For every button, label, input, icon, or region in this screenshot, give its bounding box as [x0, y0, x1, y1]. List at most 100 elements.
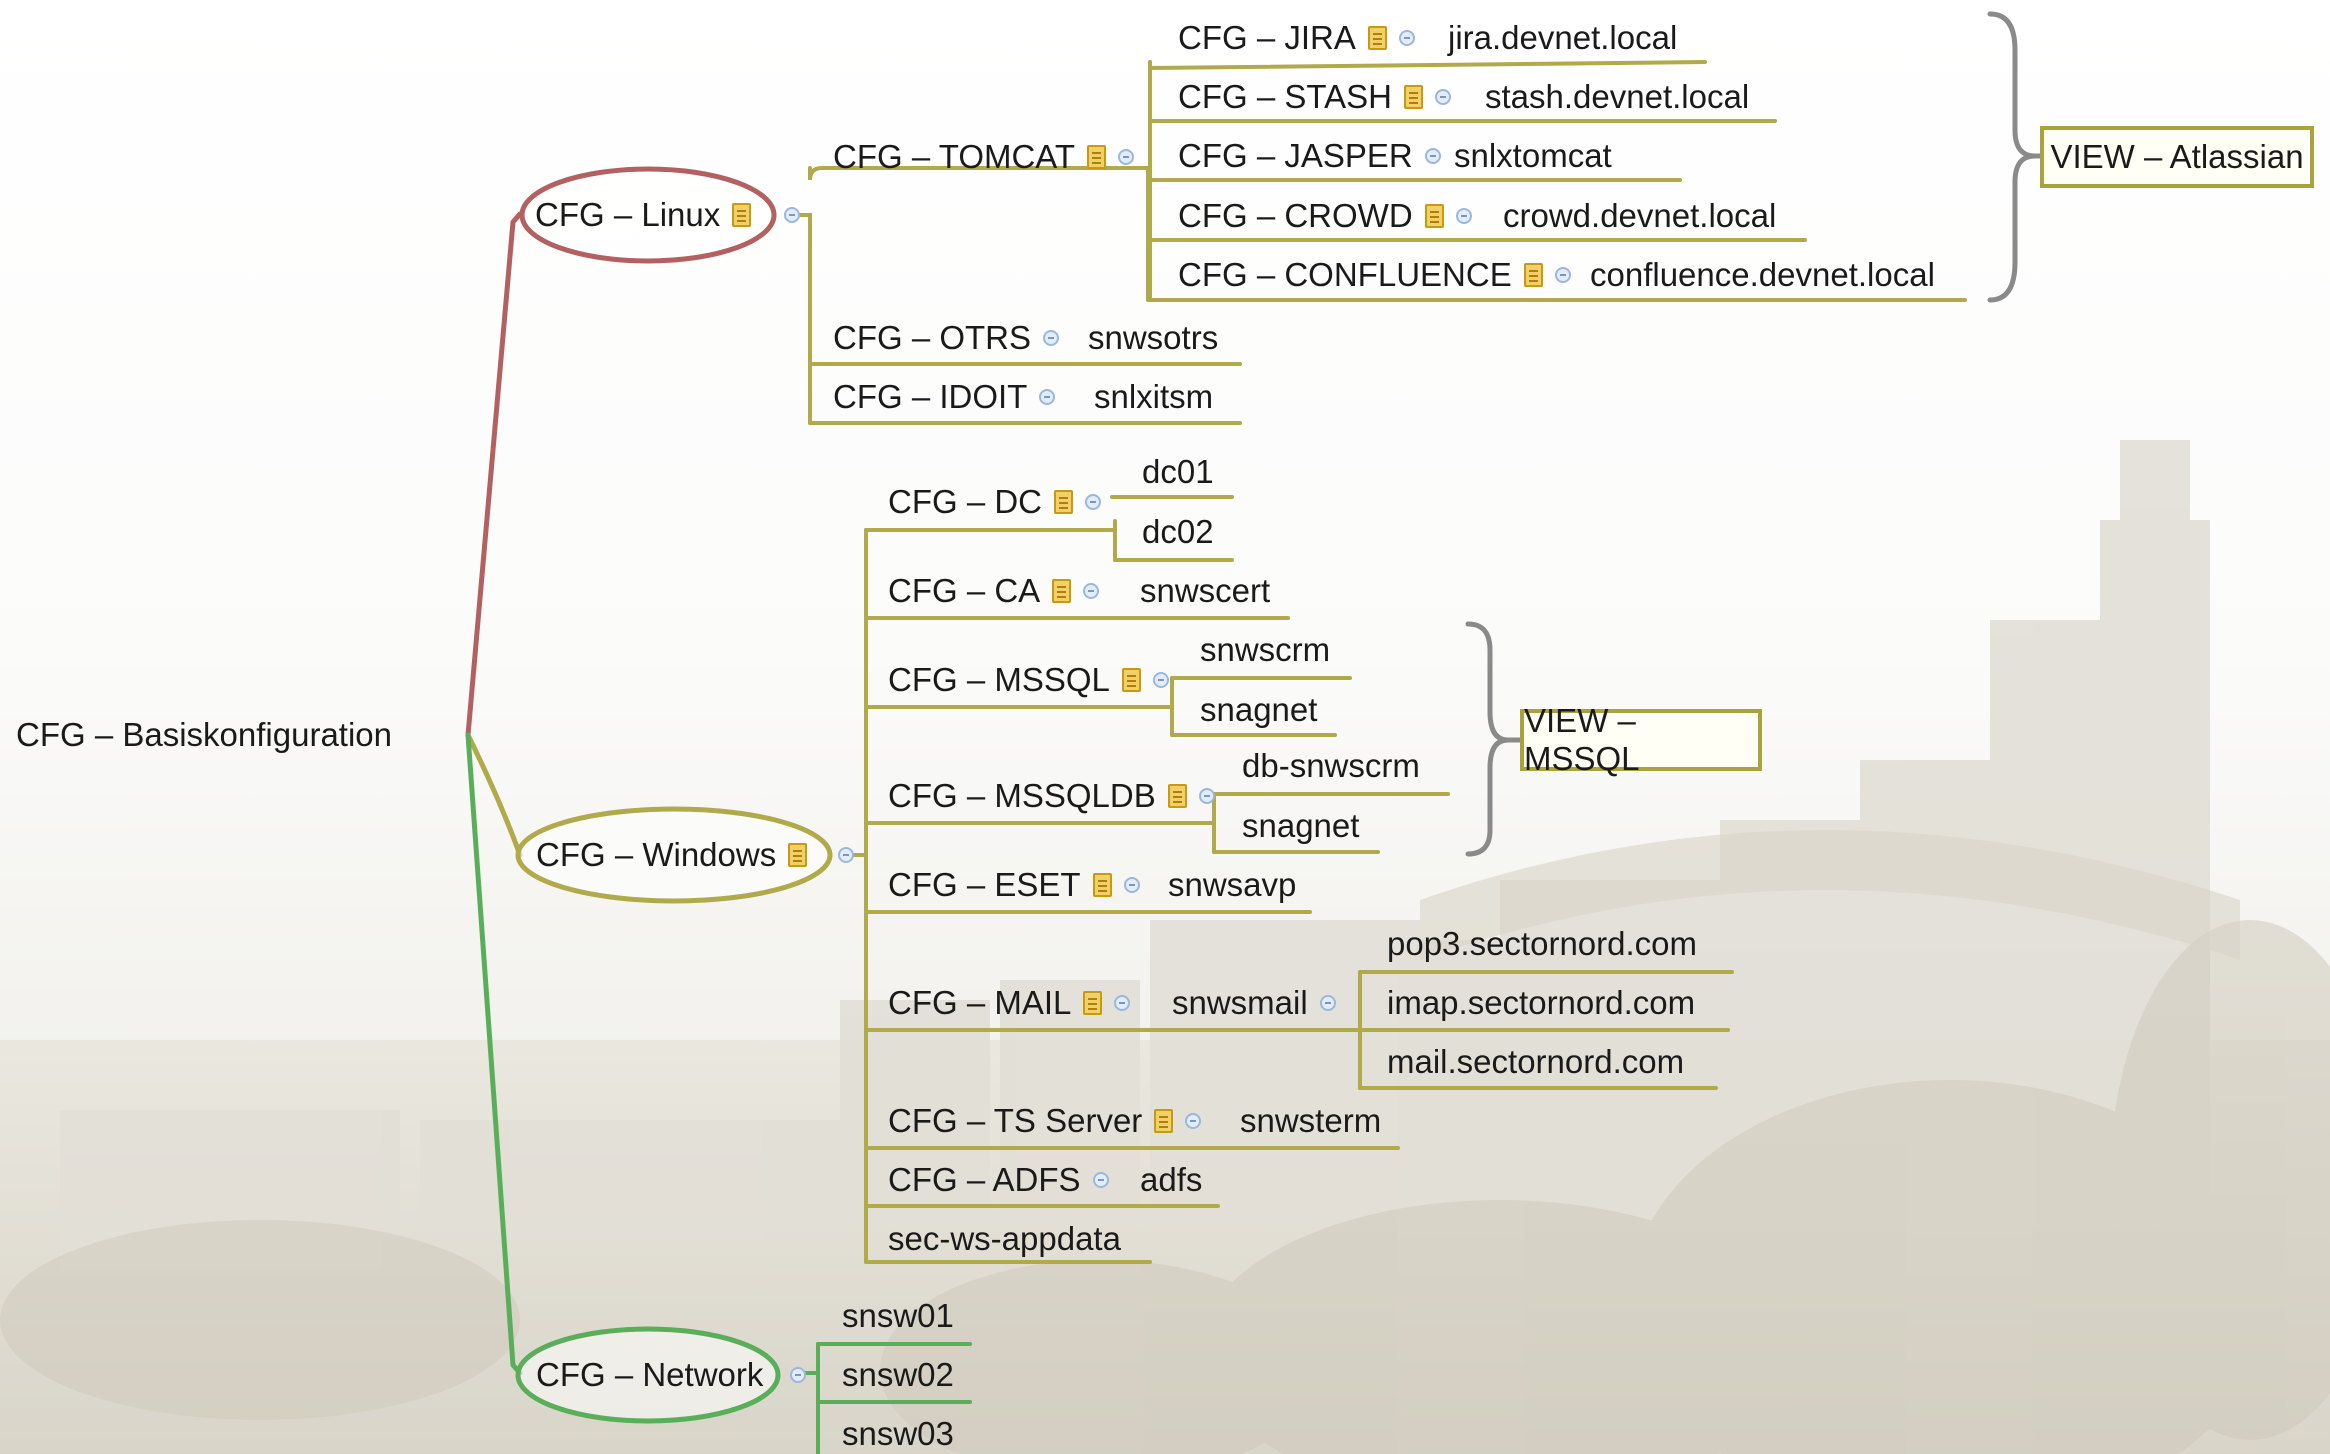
- mail-node[interactable]: CFG – MAIL: [888, 983, 1131, 1023]
- collapse-icon[interactable]: [1085, 494, 1102, 510]
- jasper-host-label: snlxtomcat: [1454, 137, 1612, 174]
- note-icon[interactable]: [1167, 784, 1187, 808]
- mssqldb-node-label: CFG – MSSQLDB: [888, 777, 1156, 814]
- dc-node[interactable]: CFG – DC: [888, 482, 1102, 522]
- snsw02-node[interactable]: snsw02: [842, 1355, 954, 1395]
- note-icon[interactable]: [1424, 204, 1444, 228]
- mssqldb-node[interactable]: CFG – MSSQLDB: [888, 776, 1215, 816]
- note-icon[interactable]: [1154, 1109, 1174, 1133]
- mssqldb-host-1-node[interactable]: db-snwscrm: [1242, 746, 1420, 786]
- dc01-label: dc01: [1142, 453, 1214, 490]
- otrs-host-node[interactable]: snwsotrs: [1088, 318, 1218, 358]
- eset-node[interactable]: CFG – ESET: [888, 865, 1140, 905]
- collapse-icon[interactable]: [1118, 149, 1135, 165]
- crowd-host-node[interactable]: crowd.devnet.local: [1503, 196, 1776, 236]
- mail-host-label: snwsmail: [1172, 984, 1308, 1021]
- linux-node[interactable]: CFG – Linux: [535, 195, 752, 235]
- jira-node[interactable]: CFG – JIRA: [1178, 18, 1415, 58]
- collapse-icon[interactable]: [1554, 267, 1571, 283]
- collapse-icon[interactable]: [1398, 30, 1415, 46]
- collapse-icon[interactable]: [1114, 995, 1131, 1011]
- ts-server-node[interactable]: CFG – TS Server: [888, 1101, 1202, 1141]
- stash-node[interactable]: CFG – STASH: [1178, 77, 1451, 117]
- ts-host-label: snwsterm: [1240, 1102, 1382, 1139]
- note-icon[interactable]: [1052, 579, 1072, 603]
- view-atlassian-label: VIEW – Atlassian: [2050, 138, 2304, 175]
- ts-host-node[interactable]: snwsterm: [1240, 1101, 1381, 1141]
- snsw01-node[interactable]: snsw01: [842, 1296, 954, 1336]
- collapse-icon[interactable]: [1152, 672, 1169, 688]
- confluence-host-node[interactable]: confluence.devnet.local: [1590, 255, 1935, 295]
- pop3-node[interactable]: pop3.sectornord.com: [1387, 924, 1697, 964]
- windows-node[interactable]: CFG – Windows: [536, 835, 808, 875]
- ca-host-node[interactable]: snwscert: [1140, 571, 1270, 611]
- collapse-icon[interactable]: [1092, 1172, 1109, 1188]
- idoit-host-node[interactable]: snlxitsm: [1094, 377, 1213, 417]
- network-node[interactable]: CFG – Network: [536, 1355, 763, 1395]
- tomcat-node[interactable]: CFG – TOMCAT: [833, 137, 1135, 177]
- mail-server-node[interactable]: mail.sectornord.com: [1387, 1042, 1684, 1082]
- adfs-host-node[interactable]: adfs: [1140, 1160, 1202, 1200]
- note-icon[interactable]: [788, 843, 808, 867]
- collapse-icon[interactable]: [1043, 330, 1060, 346]
- jasper-node[interactable]: CFG – JASPER: [1178, 136, 1441, 176]
- dc01-node[interactable]: dc01: [1142, 452, 1214, 492]
- linux-node-outline: [519, 166, 777, 264]
- collapse-icon[interactable]: [784, 207, 800, 223]
- collapse-icon[interactable]: [1424, 148, 1441, 164]
- dc02-label: dc02: [1142, 513, 1214, 550]
- collapse-icon[interactable]: [838, 847, 854, 863]
- note-icon[interactable]: [1087, 145, 1107, 169]
- collapse-icon[interactable]: [1185, 1113, 1202, 1129]
- mssql-node[interactable]: CFG – MSSQL: [888, 660, 1169, 700]
- note-icon[interactable]: [1054, 490, 1074, 514]
- ts-server-node-label: CFG – TS Server: [888, 1102, 1143, 1139]
- mssql-host-1-node[interactable]: snwscrm: [1200, 630, 1330, 670]
- collapse-icon[interactable]: [1198, 788, 1215, 804]
- mail-server-label: mail.sectornord.com: [1387, 1043, 1685, 1080]
- jira-host-label: jira.devnet.local: [1448, 19, 1678, 56]
- imap-node[interactable]: imap.sectornord.com: [1387, 983, 1695, 1023]
- snsw02-label: snsw02: [842, 1356, 954, 1393]
- note-icon[interactable]: [1367, 26, 1387, 50]
- ca-node[interactable]: CFG – CA: [888, 571, 1100, 611]
- stash-host-label: stash.devnet.local: [1485, 78, 1750, 115]
- idoit-node[interactable]: CFG – IDOIT: [833, 377, 1056, 417]
- collapse-icon[interactable]: [1123, 877, 1140, 893]
- otrs-node-label: CFG – OTRS: [833, 319, 1032, 356]
- note-icon[interactable]: [1121, 668, 1141, 692]
- mail-host-node[interactable]: snwsmail: [1172, 983, 1336, 1023]
- collapse-icon[interactable]: [1455, 208, 1472, 224]
- mssql-host-2-node[interactable]: snagnet: [1200, 690, 1317, 730]
- jira-host-node[interactable]: jira.devnet.local: [1448, 18, 1677, 58]
- collapse-icon[interactable]: [1434, 89, 1451, 105]
- jasper-host-node[interactable]: snlxtomcat: [1454, 136, 1612, 176]
- stash-host-node[interactable]: stash.devnet.local: [1485, 77, 1749, 117]
- appdata-node[interactable]: sec-ws-appdata: [888, 1219, 1121, 1259]
- note-icon[interactable]: [732, 203, 752, 227]
- note-icon[interactable]: [1083, 991, 1103, 1015]
- windows-node-outline: [515, 806, 833, 904]
- collapse-icon[interactable]: [1083, 583, 1100, 599]
- collapse-icon[interactable]: [1039, 389, 1056, 405]
- dc02-node[interactable]: dc02: [1142, 512, 1214, 552]
- view-mssql-box[interactable]: VIEW – MSSQL: [1520, 702, 1762, 777]
- eset-host-node[interactable]: snwsavp: [1168, 865, 1296, 905]
- note-icon[interactable]: [1523, 263, 1543, 287]
- note-icon[interactable]: [1403, 85, 1423, 109]
- collapse-icon[interactable]: [790, 1367, 806, 1383]
- view-atlassian-box[interactable]: VIEW – Atlassian: [2040, 126, 2314, 188]
- view-mssql-label: VIEW – MSSQL: [1524, 702, 1640, 777]
- snsw03-node[interactable]: snsw03: [842, 1414, 954, 1454]
- branch-root-windows: [465, 732, 523, 858]
- note-icon[interactable]: [1092, 873, 1112, 897]
- crowd-node[interactable]: CFG – CROWD: [1178, 196, 1472, 236]
- collapse-icon[interactable]: [1319, 995, 1336, 1011]
- confluence-node[interactable]: CFG – CONFLUENCE: [1178, 255, 1571, 295]
- network-node-outline: [515, 1326, 781, 1424]
- adfs-node[interactable]: CFG – ADFS: [888, 1160, 1109, 1200]
- mssqldb-host-2-node[interactable]: snagnet: [1242, 806, 1359, 846]
- otrs-node[interactable]: CFG – OTRS: [833, 318, 1060, 358]
- root-node[interactable]: CFG – Basiskonfiguration: [16, 715, 392, 755]
